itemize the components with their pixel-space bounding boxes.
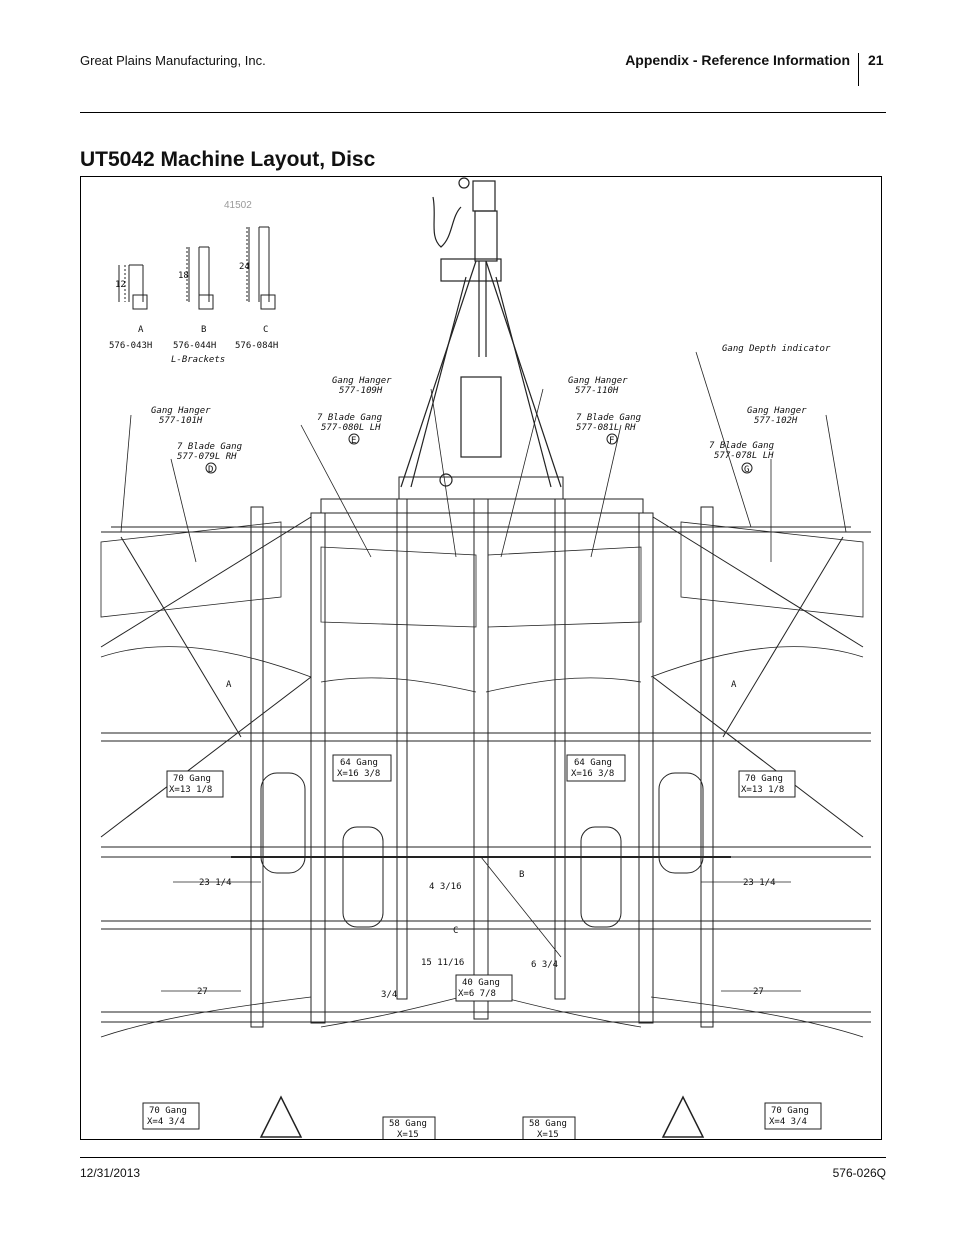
gang-hanger-110h-part: 577-110H (575, 386, 619, 396)
letter-circle-g (741, 462, 753, 474)
letter-circle-d (205, 462, 217, 474)
figure-number: 41502 (224, 200, 252, 211)
bracket-b-letter: B (201, 325, 206, 335)
bracket-a-dim: 12 (115, 280, 126, 290)
box-64-gang-right (566, 754, 626, 782)
blade-gang-g-letter: G (744, 465, 749, 475)
dim-23-right: 23 1/4 (743, 878, 776, 888)
gang-70-right-line2: X=13 1/8 (741, 785, 784, 795)
blade-gang-f-letter: F (609, 436, 614, 446)
box-64-gang-left (332, 754, 392, 782)
letter-b: B (519, 870, 524, 880)
gang-hanger-109h-name: Gang Hanger (332, 376, 392, 386)
warning-triangles (259, 1095, 705, 1138)
footer-date: 12/31/2013 (80, 1166, 141, 1180)
box-70-gang-right (738, 770, 796, 798)
transport-wheels (231, 772, 731, 928)
gang-hanger-101h-name: Gang Hanger (151, 406, 211, 416)
blade-gang-d-letter: D (208, 465, 213, 475)
blade-gang-g-name: 7 Blade Gang (709, 441, 775, 451)
bracket-c-part: 576-084H (235, 341, 278, 351)
gang-64-left-line1: 64 Gang (340, 758, 378, 768)
gang-58-left-line2: X=15 (397, 1130, 419, 1140)
box-58-gang-right (522, 1116, 576, 1139)
letter-a-right: A (731, 680, 737, 690)
l-bracket-a (118, 264, 148, 310)
header-company: Great Plains Manufacturing, Inc. (80, 53, 266, 68)
blade-gang-e-name: 7 Blade Gang (317, 413, 383, 423)
dim-3-4: 3/4 (381, 990, 397, 1000)
dim-27-right: 27 (753, 987, 764, 997)
blade-gang-g-part: 577-078L LH (714, 451, 774, 461)
bracket-c-letter: C (263, 325, 268, 335)
main-frame (100, 476, 871, 1028)
header-rule (80, 112, 886, 113)
header-section-title: Appendix - Reference Information (625, 52, 850, 68)
gang-58-left-line1: 58 Gang (389, 1119, 427, 1129)
header-divider (858, 53, 859, 86)
brackets-caption: L-Brackets (171, 355, 225, 365)
gang-58-right-line2: X=15 (537, 1130, 559, 1140)
letter-circle-f (606, 433, 618, 445)
gang-70-left-bottom-line2: X=4 3/4 (147, 1117, 185, 1127)
letter-circle-e (348, 433, 360, 445)
gang-70-right-bottom-line2: X=4 3/4 (769, 1117, 807, 1127)
dim-27-left: 27 (197, 987, 208, 997)
blade-gang-f-part: 577-081L RH (576, 423, 636, 433)
bracket-a-letter: A (138, 325, 144, 335)
disc-gangs (100, 521, 864, 1038)
gang-hanger-109h-part: 577-109H (339, 386, 383, 396)
hitch-tongue (400, 177, 562, 488)
machine-layout-figure: 41502 12 18 24 A B C 576-043H 576-044H 5… (80, 176, 882, 1140)
blade-gang-d-part: 577-079L RH (177, 452, 237, 462)
gang-64-right-line2: X=16 3/8 (571, 769, 614, 779)
gang-hanger-110h-name: Gang Hanger (568, 376, 628, 386)
box-58-gang-left (382, 1116, 436, 1139)
bracket-a-part: 576-043H (109, 341, 152, 351)
dim-6-3-4: 6 3/4 (531, 960, 558, 970)
dim-4-3-16: 4 3/16 (429, 882, 462, 892)
dim-23-left: 23 1/4 (199, 878, 232, 888)
l-bracket-c (246, 226, 276, 310)
gang-70-right-bottom-line1: 70 Gang (771, 1106, 809, 1116)
bracket-b-part: 576-044H (173, 341, 216, 351)
footer-rule (80, 1157, 886, 1158)
blade-gang-f-name: 7 Blade Gang (576, 413, 642, 423)
layout-drawing: 41502 12 18 24 A B C 576-043H 576-044H 5… (100, 177, 871, 1140)
gang-70-left-bottom-line1: 70 Gang (149, 1106, 187, 1116)
callout-leaders (120, 351, 847, 563)
gang-hanger-102h-part: 577-102H (754, 416, 798, 426)
gang-hanger-101h-part: 577-101H (159, 416, 203, 426)
page-title: UT5042 Machine Layout, Disc (80, 148, 376, 171)
header-page-number: 21 (868, 52, 884, 68)
box-70-gang-left (166, 770, 224, 798)
blade-gang-e-letter: E (351, 436, 356, 446)
gang-40-line1: 40 Gang (462, 978, 500, 988)
dim-15-11-16: 15 11/16 (421, 958, 464, 968)
gang-58-right-line1: 58 Gang (529, 1119, 567, 1129)
blade-gang-e-part: 577-080L LH (321, 423, 381, 433)
letter-a-left: A (226, 680, 232, 690)
box-70-gang-right-bottom (764, 1102, 822, 1130)
bracket-c-dim: 24 (239, 262, 250, 272)
blade-gang-d-name: 7 Blade Gang (177, 442, 243, 452)
gang-40-line2: X=6 7/8 (458, 989, 496, 999)
gang-hanger-102h-name: Gang Hanger (747, 406, 807, 416)
gang-64-left-line2: X=16 3/8 (337, 769, 380, 779)
gang-70-right-line1: 70 Gang (745, 774, 783, 784)
gang-70-left-line1: 70 Gang (173, 774, 211, 784)
gang-70-left-line2: X=13 1/8 (169, 785, 212, 795)
gang-depth-indicator-label: Gang Depth indicator (722, 344, 831, 354)
box-40-gang (455, 974, 513, 1002)
bracket-b-dim: 18 (178, 271, 189, 281)
box-70-gang-left-bottom (142, 1102, 200, 1130)
dimension-lines (161, 881, 801, 992)
l-bracket-b (186, 246, 214, 310)
footer-doc-number: 576-026Q (832, 1166, 886, 1180)
letter-c: C (453, 926, 458, 936)
gang-64-right-line1: 64 Gang (574, 758, 612, 768)
